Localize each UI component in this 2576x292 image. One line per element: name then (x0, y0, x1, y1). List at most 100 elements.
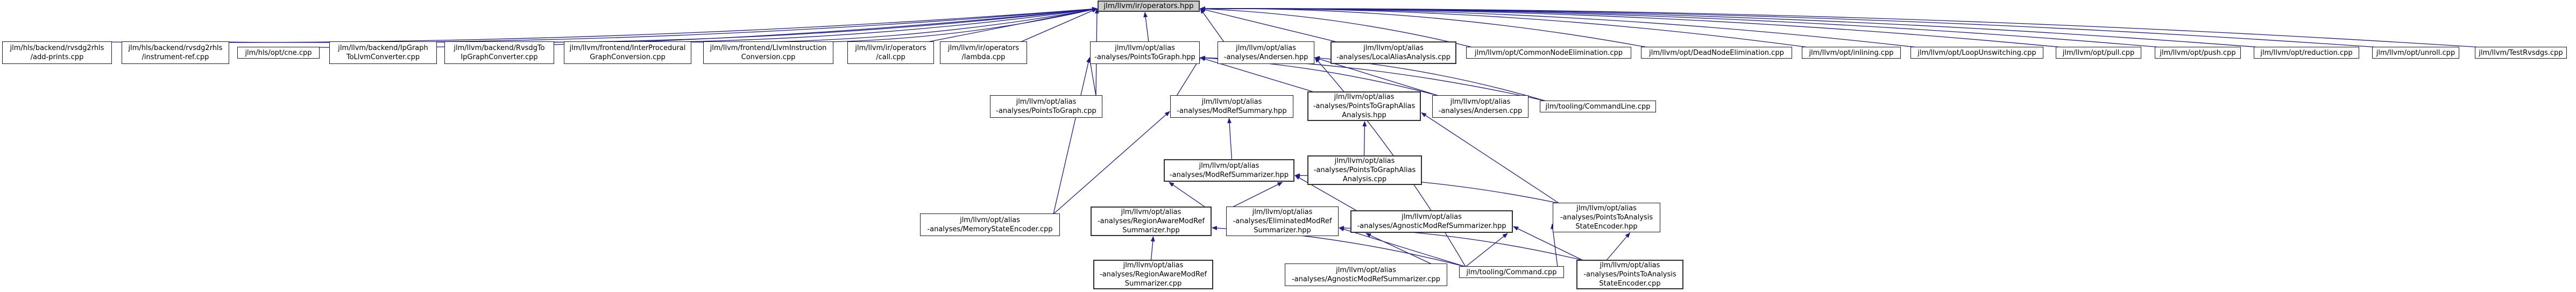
graph-node-label-line: jlm/tooling/Command.cpp (1466, 268, 1557, 276)
graph-node-label-line: -analyses/PointsToAnalysis (1560, 213, 1653, 222)
edge-instrumentRef-to-root (222, 6, 1098, 43)
graph-node-label-line: jlm/llvm/opt/CommonNodeElimination.cpp (1475, 48, 1623, 57)
graph-node-msEncoderCpp[interactable]: jlm/llvm/opt/alias-analyses/MemoryStateE… (920, 213, 1060, 236)
graph-node-label-line: jlm/hls/opt/cne.cpp (245, 48, 312, 57)
edge-andersenHpp-to-root (1200, 8, 1225, 42)
graph-node-label-line: -analyses/RegionAwareModRef (1099, 270, 1207, 279)
graph-node-label-line: jlm/llvm/opt/alias (1016, 98, 1077, 106)
graph-node-label-line: jlm/llvm/opt/unroll.cpp (2376, 48, 2455, 57)
graph-node-label-line: /lambda.cpp (961, 53, 1006, 61)
graph-node-label-line: jlm/hls/backend/rvsdg2rhls (128, 44, 223, 52)
graph-node-label-line: -analyses/Andersen.cpp (1438, 107, 1523, 115)
edge-localAA-to-root (1200, 8, 1337, 42)
graph-node-label-line: jlm/llvm/opt/LoopUnswitching.cpp (1917, 48, 2036, 57)
graph-node-pull[interactable]: jlm/llvm/opt/pull.cpp (2056, 47, 2141, 59)
graph-node-push[interactable]: jlm/llvm/opt/push.cpp (2155, 47, 2241, 59)
graph-node-label-line: jlm/llvm/opt/alias (1123, 261, 1184, 269)
graph-node-label-line: jlm/llvm/opt/alias (1402, 213, 1462, 221)
edge-mrsummarizerHpp-to-mrsummaryHpp (1227, 118, 1233, 160)
edge-cnElim-to-root (1200, 6, 1473, 48)
graph-node-label-line: Analysis.cpp (1342, 175, 1387, 183)
graph-node-cmdLineCpp[interactable]: jlm/tooling/CommandLine.cpp (1540, 101, 1656, 112)
graph-node-ptgCpp[interactable]: jlm/llvm/opt/alias-analyses/PointsToGrap… (990, 95, 1102, 118)
graph-node-reduction[interactable]: jlm/llvm/opt/reduction.cpp (2254, 47, 2359, 59)
graph-node-agnosticCpp[interactable]: jlm/llvm/opt/alias-analyses/AgnosticModR… (1285, 263, 1447, 286)
graph-node-label-line: -analyses/MemoryStateEncoder.cpp (927, 225, 1053, 233)
edge-ptaseCpp-to-agnosticHpp (1513, 226, 1583, 261)
graph-node-label-line: jlm/llvm/opt/alias (1199, 162, 1259, 170)
edge-mrsummaryHpp-to-ptgHpp (1176, 57, 1201, 96)
graph-node-label-line: -analyses/PointsToGraphAlias (1313, 102, 1416, 110)
edge-lambda-to-root (1020, 8, 1098, 42)
graph-node-regionCpp[interactable]: jlm/llvm/opt/alias-analyses/RegionAwareM… (1093, 260, 1213, 289)
graph-node-label-line: ToLlvmConverter.cpp (346, 53, 420, 61)
edge-commandCpp-to-agnosticHpp (1465, 233, 1508, 267)
edge-ptgHpp-to-root (1143, 12, 1149, 42)
graph-node-mrsummaryHpp[interactable]: jlm/llvm/opt/alias-analyses/ModRefSummar… (1170, 95, 1293, 118)
graph-node-label-line: Summarizer.cpp (1124, 280, 1182, 288)
edge-ipgToLlvm-to-root (430, 7, 1098, 43)
graph-node-label-line: jlm/hls/backend/rvsdg2rhls (10, 44, 104, 52)
graph-node-instrumentRef[interactable]: jlm/hls/backend/rvsdg2rhls/instrument-re… (122, 41, 229, 64)
graph-node-label-line: jlm/llvm/opt/alias (1334, 93, 1395, 101)
graph-node-label-line: jlm/llvm/frontend/InterProcedural (569, 44, 686, 52)
graph-node-ptaseHpp[interactable]: jlm/llvm/opt/alias-analyses/PointsToAnal… (1553, 203, 1660, 232)
edge-ptaseHpp-to-ptgaaHpp (1421, 112, 1560, 204)
graph-node-label-line: jlm/llvm/opt/DeadNodeElimination.cpp (1649, 48, 1784, 57)
graph-node-loopUnsw[interactable]: jlm/llvm/opt/LoopUnswitching.cpp (1910, 47, 2043, 59)
edge-commandCpp-to-elimHpp (1339, 227, 1466, 267)
graph-node-addPrints[interactable]: jlm/hls/backend/rvsdg2rhls/add-prints.cp… (2, 41, 112, 64)
graph-node-label-line: jlm/llvm/opt/alias (1576, 204, 1637, 212)
graph-node-localAA[interactable]: jlm/llvm/opt/alias-analyses/LocalAliasAn… (1331, 41, 1456, 64)
graph-node-label-line: jlm/llvm/ir/operators (855, 44, 926, 52)
graph-node-ptaseCpp[interactable]: jlm/llvm/opt/alias-analyses/PointsToAnal… (1576, 260, 1683, 289)
graph-node-testRvsdgs[interactable]: jlm/llvm/TestRvsdgs.cpp (2475, 47, 2567, 59)
graph-node-label-line: /call.cpp (876, 53, 905, 61)
graph-node-label-line: jlm/llvm/backend/IpGraph (338, 44, 428, 52)
graph-node-ptgHpp[interactable]: jlm/llvm/opt/alias-analyses/PointsToGrap… (1090, 41, 1200, 64)
graph-node-label-line: jlm/llvm/opt/reduction.cpp (2260, 48, 2353, 57)
graph-node-regionHpp[interactable]: jlm/llvm/opt/alias-analyses/RegionAwareM… (1091, 206, 1212, 236)
graph-node-label-line: jlm/llvm/opt/push.cpp (2160, 48, 2236, 57)
graph-node-commandCpp[interactable]: jlm/tooling/Command.cpp (1459, 266, 1564, 278)
edge-llvmInstr-to-root (826, 8, 1098, 42)
graph-node-label-line: -analyses/RegionAwareModRef (1097, 217, 1205, 225)
graph-node-label-line: jlm/llvm/opt/alias (1334, 157, 1395, 165)
graph-node-label-line: jlm/llvm/opt/alias (1336, 266, 1396, 274)
graph-node-label-line: Analysis.hpp (1342, 111, 1386, 119)
graph-node-ptgaaCpp[interactable]: jlm/llvm/opt/alias-analyses/PointsToGrap… (1307, 155, 1422, 185)
graph-node-cnElim[interactable]: jlm/llvm/opt/CommonNodeElimination.cpp (1466, 47, 1631, 59)
graph-node-ptgaaHpp[interactable]: jlm/llvm/opt/alias-analyses/PointsToGrap… (1307, 91, 1421, 121)
graph-node-unroll[interactable]: jlm/llvm/opt/unroll.cpp (2372, 47, 2459, 59)
graph-node-elimHpp[interactable]: jlm/llvm/opt/alias-analyses/EliminatedMo… (1226, 206, 1339, 236)
graph-node-label-line: jlm/llvm/opt/alias (960, 216, 1020, 224)
graph-node-label-line: jlm/llvm/opt/pull.cpp (2062, 48, 2135, 57)
graph-node-andersenCpp[interactable]: jlm/llvm/opt/alias-analyses/Andersen.cpp (1432, 95, 1528, 118)
graph-node-call[interactable]: jlm/llvm/ir/operators/call.cpp (847, 41, 934, 64)
edge-agnosticHpp-to-mrsummarizerHpp (1294, 175, 1357, 211)
graph-node-mrsummarizerHpp[interactable]: jlm/llvm/opt/alias-analyses/ModRefSummar… (1164, 159, 1294, 182)
graph-node-label-line: jlm/llvm/opt/alias (1252, 208, 1313, 216)
graph-node-label-line: -analyses/Andersen.hpp (1223, 53, 1308, 61)
graph-node-label-line: jlm/llvm/ir/operators (947, 44, 1020, 52)
graph-node-cne[interactable]: jlm/hls/opt/cne.cpp (237, 47, 320, 59)
graph-node-label-line: jlm/llvm/backend/RvsdgTo (454, 44, 545, 52)
graph-node-andersenHpp[interactable]: jlm/llvm/opt/alias-analyses/Andersen.hpp (1218, 41, 1314, 64)
graph-node-inlining[interactable]: jlm/llvm/opt/inlining.cpp (1802, 47, 1901, 59)
graph-node-label-line: jlm/llvm/opt/alias (1115, 44, 1175, 52)
edge-elimHpp-to-mrsummarizerHpp (1232, 182, 1283, 208)
graph-node-label-line: -analyses/PointsToAnalysis (1583, 270, 1676, 279)
graph-node-dnElim[interactable]: jlm/llvm/opt/DeadNodeElimination.cpp (1641, 47, 1792, 59)
graph-node-agnosticHpp[interactable]: jlm/llvm/opt/alias-analyses/AgnosticModR… (1350, 210, 1513, 233)
graph-node-lambda[interactable]: jlm/llvm/ir/operators/lambda.cpp (940, 41, 1027, 64)
graph-node-label-line: GraphConversion.cpp (590, 53, 666, 61)
graph-node-label-line: -analyses/PointsToGraphAlias (1313, 166, 1416, 174)
graph-node-label-line: -analyses/AgnosticModRefSummarizer.hpp (1357, 222, 1506, 230)
edge-andersenCpp-to-andersenHpp (1314, 57, 1439, 96)
graph-node-label-line: jlm/llvm/opt/inlining.cpp (1809, 48, 1894, 57)
graph-node-label-line: jlm/llvm/opt/alias (1600, 261, 1660, 269)
